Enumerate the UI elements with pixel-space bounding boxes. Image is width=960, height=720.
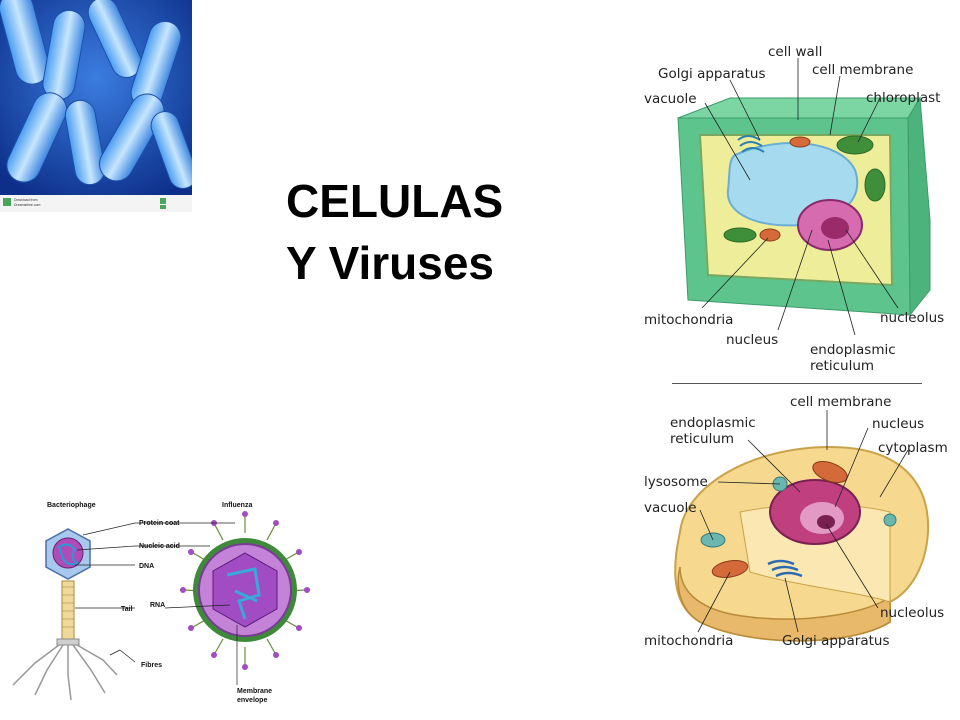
title-line-viruses: Y Viruses	[286, 237, 495, 289]
animal-label-lysosome: lysosome	[644, 474, 708, 490]
animal-label-nucleus: nucleus	[872, 416, 924, 432]
watermark-line1: Download from	[14, 198, 38, 202]
influenza-illustration	[180, 511, 310, 670]
virus-diagram: Bacteriophage Influenza	[12, 502, 310, 704]
plant-label-nucleus: nucleus	[726, 332, 778, 348]
bacteriophage-illustration	[12, 528, 118, 701]
watermark-line2: Dreamstime.com	[14, 203, 41, 207]
label-protein-coat: Protein coat	[139, 520, 180, 527]
bacteria-image: Download from Dreamstime.com	[0, 0, 192, 212]
animal-label-vacuole: vacuole	[644, 500, 697, 516]
label-dna: DNA	[139, 563, 154, 570]
slide-title: CELULAS Y Viruses	[286, 170, 586, 294]
animal-label-golgi: Golgi apparatus	[782, 633, 889, 649]
label-rna: RNA	[150, 602, 165, 609]
animal-label-er-line2: reticulum	[670, 431, 734, 447]
animal-label-cell-membrane: cell membrane	[790, 394, 891, 410]
label-membrane-line2: envelope	[237, 697, 267, 704]
plant-cell-diagram: cell wall Golgi apparatus cell membrane …	[644, 44, 944, 374]
plant-label-vacuole: vacuole	[644, 91, 697, 107]
bacteriophage-title: Bacteriophage	[47, 502, 96, 509]
dreamstime-logo-icon	[3, 198, 11, 206]
plant-label-mitochondria: mitochondria	[644, 312, 733, 328]
animal-cell-diagram: cell membrane endoplasmic reticulum nucl…	[644, 394, 948, 649]
label-tail: Tail	[121, 606, 133, 613]
label-nucleic-acid: Nucleic acid	[139, 543, 180, 550]
animal-label-cytoplasm: cytoplasm	[878, 440, 948, 456]
plant-label-chloroplast: chloroplast	[866, 90, 940, 106]
diagram-divider	[672, 383, 922, 384]
influenza-title: Influenza	[222, 502, 252, 509]
label-fibres: Fibres	[141, 662, 162, 669]
title-line-celulas: CELULAS	[286, 175, 504, 227]
plant-label-cell-wall: cell wall	[768, 44, 822, 60]
animal-label-er-line1: endoplasmic	[670, 415, 756, 431]
plant-label-golgi: Golgi apparatus	[658, 66, 765, 82]
plant-label-cell-membrane: cell membrane	[812, 62, 913, 78]
plant-label-er-line1: endoplasmic	[810, 342, 896, 358]
animal-label-nucleolus: nucleolus	[880, 605, 944, 621]
label-membrane-line1: Membrane	[237, 688, 272, 695]
animal-label-mitochondria: mitochondria	[644, 633, 733, 649]
plant-label-nucleolus: nucleolus	[880, 310, 944, 326]
plant-label-er-line2: reticulum	[810, 358, 874, 374]
